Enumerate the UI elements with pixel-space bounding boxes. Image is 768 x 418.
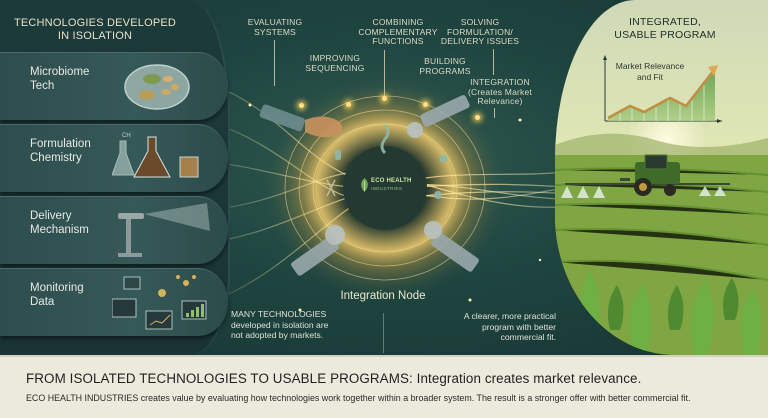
leader-line: [384, 50, 385, 96]
label-building-programs: BUILDING PROGRAMS: [419, 56, 471, 76]
footer-caption: FROM ISOLATED TECHNOLOGIES TO USABLE PRO…: [0, 355, 768, 418]
tech-card-microbiome: Microbiome Tech: [0, 52, 228, 120]
label-evaluating-systems: EVALUATING SYSTEMS: [247, 17, 303, 37]
left-panel-title: TECHNOLOGIES DEVELOPED IN ISOLATION: [13, 17, 177, 42]
leader-dot: [423, 102, 428, 107]
tractor-icon: [565, 154, 730, 196]
note-isolation: MANY TECHNOLOGIES developed in isolation…: [231, 309, 329, 340]
tech-card-formulation: Formulation Chemistry CH: [0, 124, 228, 192]
leader-line: [274, 40, 275, 86]
leader-dot: [382, 96, 387, 101]
spray-nozzle-icon: [112, 203, 210, 260]
data-monitors-icon: [112, 275, 207, 330]
chart-title: Market Relevance and Fit: [615, 61, 685, 82]
eco-health-logo: ECO HEALTH INDUSTRIES: [357, 176, 415, 198]
note-outcome: A clearer, more practical program with b…: [463, 311, 556, 342]
label-improving-sequencing: IMPROVING SEQUENCING: [305, 53, 365, 73]
leader-line: [494, 108, 495, 118]
leader-line: [493, 49, 494, 75]
petri-dish-icon: [124, 64, 190, 110]
divider: [383, 313, 384, 353]
footer-body: ECO HEALTH INDUSTRIES creates value by e…: [26, 393, 691, 403]
light-streams: [199, 73, 601, 312]
leaf-icon: [361, 178, 368, 192]
label-solving-issues: SOLVING FORMULATION/ DELIVERY ISSUES: [440, 17, 520, 46]
field-scene: [555, 100, 768, 355]
footer-headline: FROM ISOLATED TECHNOLOGIES TO USABLE PRO…: [26, 371, 642, 386]
label-integration: INTEGRATION (Creates Market Relevance): [468, 77, 532, 106]
market-relevance-chart: [603, 55, 722, 123]
infographic-canvas: TECHNOLOGIES DEVELOPED IN ISOLATION Micr…: [0, 0, 768, 355]
leader-dot: [475, 115, 480, 120]
robot-hands: [259, 95, 479, 276]
right-panel: [555, 0, 768, 355]
lab-flasks-icon: CH: [112, 133, 199, 178]
integration-node-label: Integration Node: [340, 290, 426, 302]
label-combining-functions: COMBINING COMPLEMENTARY FUNCTIONS: [358, 17, 438, 46]
svg-text:CH: CH: [122, 133, 131, 139]
leader-dot: [346, 102, 351, 107]
leader-dot: [299, 103, 304, 108]
right-panel-title: INTEGRATED, USABLE PROGRAM: [614, 16, 716, 41]
tech-card-monitoring: Monitoring Data: [0, 268, 228, 336]
tech-card-delivery: Delivery Mechanism: [0, 196, 228, 264]
